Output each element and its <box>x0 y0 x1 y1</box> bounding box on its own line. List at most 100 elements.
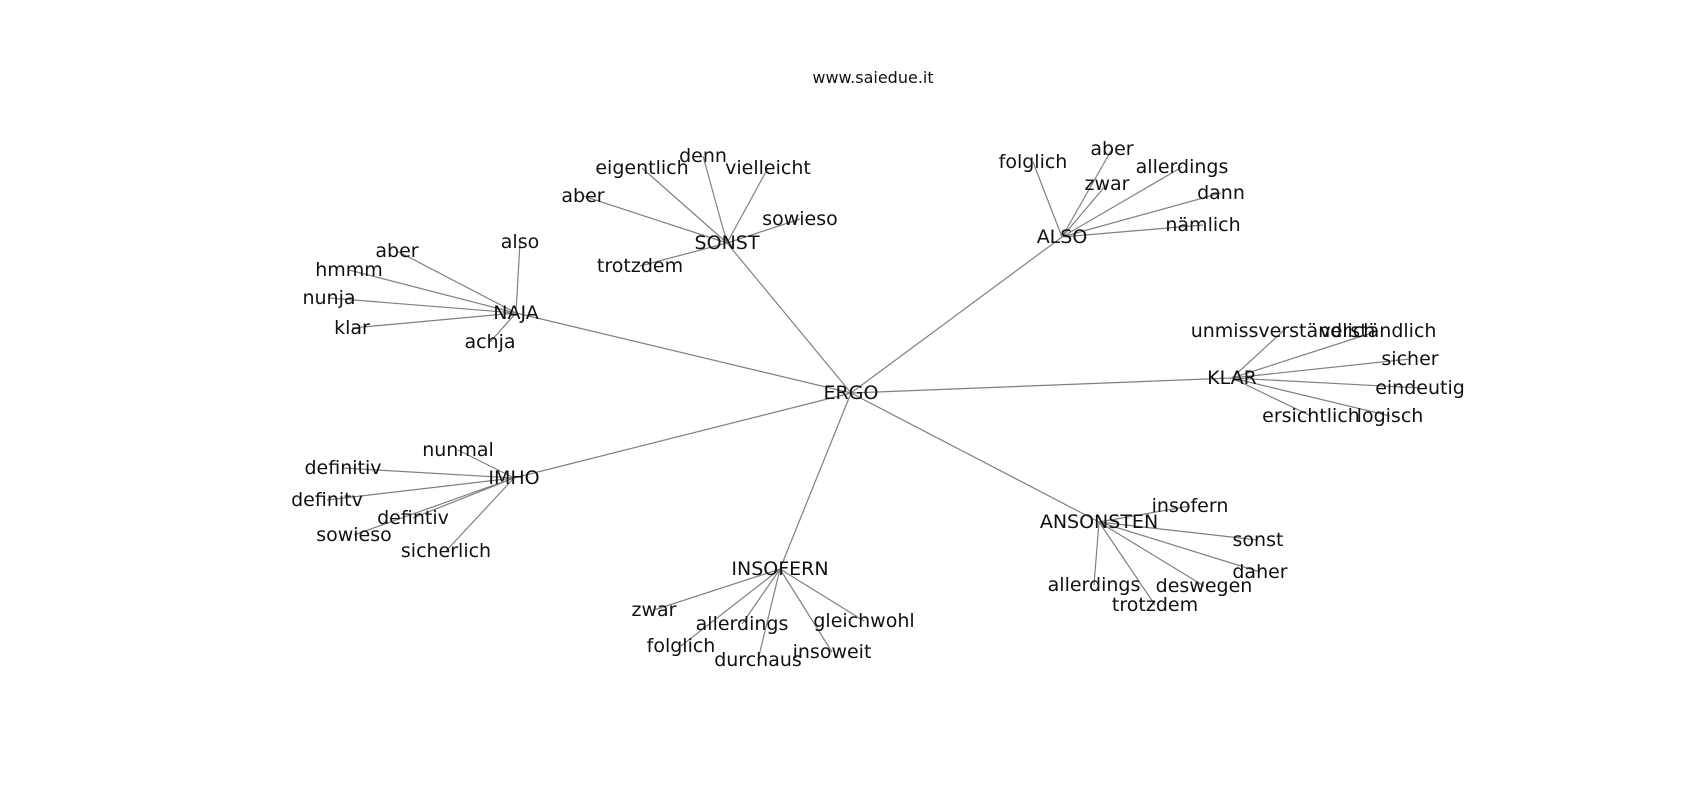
node-leaf-sonst-denn: denn <box>679 145 727 167</box>
node-leaf-naja-also: also <box>501 231 539 253</box>
node-leaf-naja-hmmm: hmmm <box>315 259 383 281</box>
edge-imho-sicherlich <box>445 477 515 552</box>
node-hub-ansonsten: ANSONSTEN <box>1040 511 1158 533</box>
node-leaf-klar-logisch: logisch <box>1357 405 1424 427</box>
edge-naja-achja <box>489 312 517 343</box>
edge-also-dann <box>1061 192 1222 238</box>
node-leaf-ansonsten-deswegen: deswegen <box>1156 575 1253 597</box>
node-leaf-ansonsten-trotzdem: trotzdem <box>1112 594 1198 616</box>
node-leaf-also-naemlich: nämlich <box>1165 214 1240 236</box>
node-leaf-naja-achja: achja <box>464 331 515 353</box>
node-leaf-imho-defintiv: defintiv <box>377 507 449 529</box>
edge-insofern-insoweit <box>779 568 833 653</box>
node-hub-naja: NAJA <box>493 302 538 324</box>
edge-sonst-vielleicht <box>726 167 769 244</box>
node-leaf-also-allerdings: allerdings <box>1136 156 1229 178</box>
node-root-ergo: ERGO <box>824 382 879 404</box>
node-hub-insofern: INSOFERN <box>731 558 828 580</box>
edge-ergo-sonst <box>726 242 852 394</box>
edge-imho-definitv <box>326 477 515 501</box>
edge-klar-logisch <box>1231 377 1391 417</box>
node-leaf-also-dann: dann <box>1197 182 1245 204</box>
node-leaf-ansonsten-sonst: sonst <box>1233 529 1284 551</box>
node-leaf-insofern-gleichwohl: gleichwohl <box>813 610 914 632</box>
edge-ansonsten-allerdings <box>1093 521 1100 586</box>
edge-naja-hmmm <box>348 269 517 314</box>
edge-insofern-folglich <box>680 568 781 647</box>
edge-imho-nunmal <box>457 449 515 479</box>
node-leaf-klar-ersichtlich: ersichtlich <box>1262 405 1360 427</box>
edge-ansonsten-daher <box>1098 521 1261 573</box>
edge-ergo-naja <box>515 312 852 394</box>
edge-ergo-ansonsten <box>850 392 1100 523</box>
node-leaf-naja-klar: klar <box>334 317 370 339</box>
node-hub-imho: IMHO <box>488 467 539 489</box>
edge-klar-eindeutig <box>1231 377 1421 389</box>
node-leaf-also-aber: aber <box>1090 138 1133 160</box>
edge-ansonsten-sonst <box>1098 521 1259 541</box>
edge-sonst-eigentlich <box>641 167 728 244</box>
edge-sonst-aber <box>582 195 728 244</box>
edge-naja-klar <box>351 312 517 329</box>
node-leaf-ansonsten-insofern: insofern <box>1152 495 1229 517</box>
edge-imho-definitiv <box>342 467 515 479</box>
edge-insofern-allerdings <box>741 568 781 625</box>
node-leaf-insofern-durchaus: durchaus <box>714 649 802 671</box>
node-leaf-imho-definitv: definitv <box>291 489 363 511</box>
node-leaf-insofern-insoweit: insoweit <box>793 641 872 663</box>
node-leaf-imho-sicherlich: sicherlich <box>401 540 491 562</box>
edge-imho-sowieso <box>353 477 515 536</box>
graph-title: www.saiedue.it <box>812 68 933 87</box>
node-leaf-imho-nunmal: nunmal <box>422 439 494 461</box>
edge-ergo-insofern <box>779 392 852 570</box>
node-leaf-klar-verstaendlich: verständlich <box>1320 320 1437 342</box>
node-hub-klar: KLAR <box>1207 367 1257 389</box>
edge-ansonsten-deswegen <box>1098 521 1205 587</box>
edge-klar-ersichtlich <box>1231 377 1312 417</box>
edge-ergo-imho <box>513 392 852 479</box>
edge-also-folglich <box>1032 161 1063 238</box>
edge-naja-also <box>515 241 521 314</box>
node-leaf-also-folglich: folglich <box>999 151 1068 173</box>
edge-klar-sicher <box>1231 358 1411 379</box>
edge-ergo-klar <box>850 377 1233 394</box>
node-leaf-naja-aber: aber <box>375 240 418 262</box>
node-leaf-sonst-vielleicht: vielleicht <box>725 157 811 179</box>
edge-naja-nunja <box>328 297 517 314</box>
edge-insofern-zwar <box>653 568 781 611</box>
edge-sonst-sowieso <box>726 218 801 244</box>
node-leaf-insofern-allerdings: allerdings <box>696 613 789 635</box>
edge-also-aber <box>1061 148 1113 238</box>
node-leaf-ansonsten-daher: daher <box>1232 561 1287 583</box>
node-leaf-klar-sicher: sicher <box>1381 348 1438 370</box>
edge-also-zwar <box>1061 183 1108 238</box>
node-hub-sonst: SONST <box>695 232 760 254</box>
edge-also-naemlich <box>1061 224 1204 238</box>
edge-ergo-also <box>850 236 1063 394</box>
node-leaf-klar-unmissverstaendlich: unmissverständlich <box>1191 320 1376 342</box>
node-leaf-sonst-trotzdem: trotzdem <box>597 255 683 277</box>
node-leaf-insofern-zwar: zwar <box>632 599 677 621</box>
edge-insofern-durchaus <box>757 568 781 661</box>
node-leaf-sonst-sowieso: sowieso <box>762 208 838 230</box>
node-leaf-sonst-eigentlich: eigentlich <box>595 157 688 179</box>
node-hub-also: ALSO <box>1037 226 1088 248</box>
edge-klar-unmissverstaendlich <box>1231 330 1284 379</box>
edge-sonst-trotzdem <box>639 242 728 267</box>
node-leaf-klar-eindeutig: eindeutig <box>1375 377 1465 399</box>
edge-also-allerdings <box>1061 166 1183 238</box>
node-leaf-sonst-aber: aber <box>561 185 604 207</box>
node-leaf-ansonsten-allerdings: allerdings <box>1048 574 1141 596</box>
edge-ansonsten-insofern <box>1098 505 1191 523</box>
edge-imho-defintiv <box>412 477 515 519</box>
edge-ansonsten-trotzdem <box>1098 521 1156 606</box>
edge-klar-verstaendlich <box>1231 330 1379 379</box>
edge-insofern-gleichwohl <box>779 568 865 622</box>
node-leaf-imho-definitiv: definitiv <box>304 457 381 479</box>
edge-sonst-denn <box>702 155 728 244</box>
edge-naja-aber <box>396 250 517 314</box>
node-leaf-insofern-folglich: folglich <box>647 635 716 657</box>
node-leaf-also-zwar: zwar <box>1085 173 1130 195</box>
node-leaf-naja-nunja: nunja <box>302 287 355 309</box>
